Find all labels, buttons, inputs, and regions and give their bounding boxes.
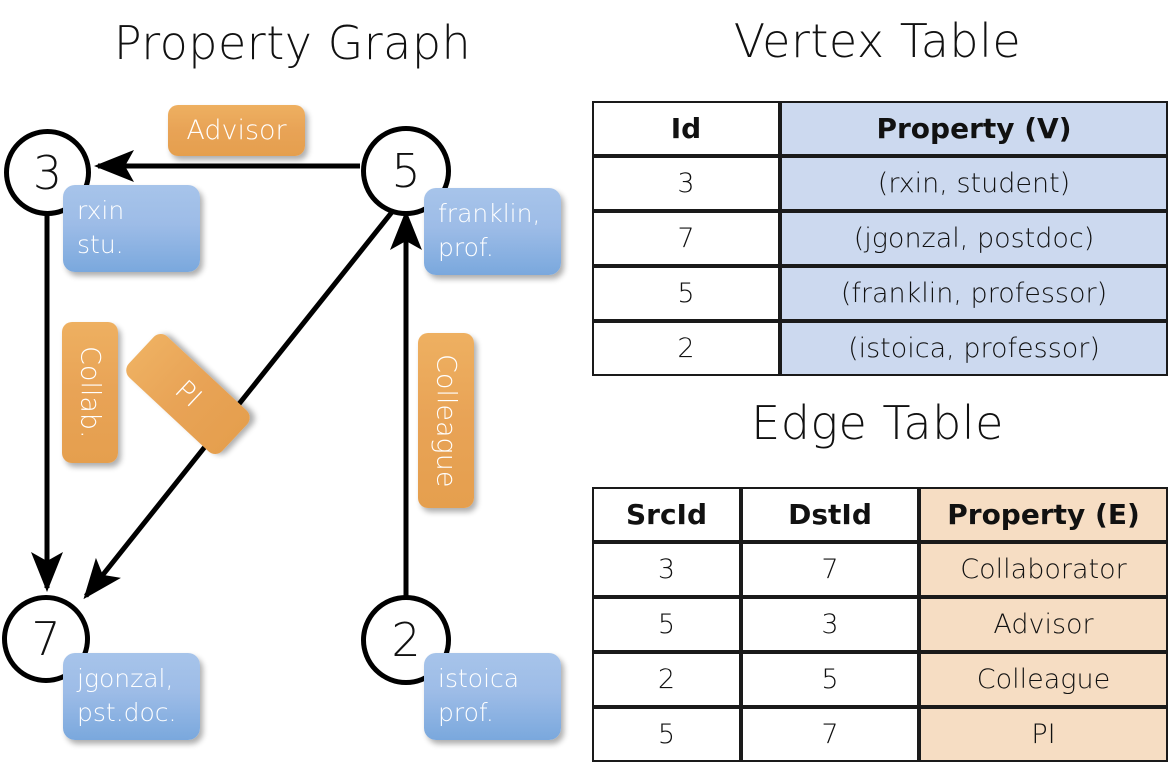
table-row: 5 7 PI — [592, 707, 1168, 762]
table-row: 5 (franklin, professor) — [592, 266, 1168, 321]
vertex-property-box-3-line1: rxin — [77, 196, 125, 225]
vertex-table-header-row: Id Property (V) — [592, 101, 1168, 156]
page-title-property-graph: Property Graph — [113, 16, 472, 70]
edge-label-collab: Collab. — [62, 322, 118, 463]
vertex-property-box-7-line2: pst.doc. — [77, 697, 177, 727]
edge-table-cell-property: Collaborator — [919, 542, 1168, 597]
edge-table-cell-dstid: 7 — [741, 542, 919, 597]
vertex-property-box-7: jgonzal, pst.doc. — [63, 653, 200, 740]
vertex-property-box-2-line2: prof. — [438, 697, 494, 727]
vertex-property-box-5-line2: prof. — [438, 232, 494, 262]
edge-label-advisor-text: Advisor — [186, 115, 287, 146]
edge-table-cell-property: Advisor — [919, 597, 1168, 652]
edge-table-header-property: Property (E) — [919, 487, 1168, 542]
edge-table-cell-property: PI — [919, 707, 1168, 762]
vertex-table-cell-property: (istoica, professor) — [780, 321, 1168, 376]
edge-table: SrcId DstId Property (E) 3 7 Collaborato… — [592, 487, 1168, 762]
page-title-vertex-table: Vertex Table — [733, 14, 1022, 68]
vertex-table-header-property: Property (V) — [780, 101, 1168, 156]
edge-table-header-row: SrcId DstId Property (E) — [592, 487, 1168, 542]
table-row: 3 (rxin, student) — [592, 156, 1168, 211]
edge-label-collab-text: Collab. — [74, 346, 106, 439]
graph-node-7-label: 7 — [31, 612, 61, 666]
edge-table-cell-srcid: 5 — [592, 707, 741, 762]
edge-table-header-dstid: DstId — [741, 487, 919, 542]
vertex-property-box-3-line2: stu. — [77, 229, 124, 259]
vertex-table-cell-property: (franklin, professor) — [780, 266, 1168, 321]
table-row: 3 7 Collaborator — [592, 542, 1168, 597]
edge-table-cell-srcid: 2 — [592, 652, 741, 707]
edge-table-cell-dstid: 7 — [741, 707, 919, 762]
edge-label-pi-text: PI — [168, 374, 208, 414]
edge-label-advisor: Advisor — [168, 105, 305, 156]
graph-node-2-label: 2 — [391, 613, 421, 667]
edge-label-colleague-text: Colleague — [430, 353, 462, 488]
table-row: 5 3 Advisor — [592, 597, 1168, 652]
graph-node-5-label: 5 — [391, 144, 421, 198]
property-graph-diagram: Advisor Collab. PI Colleague 3 5 7 2 rxi… — [0, 0, 585, 760]
vertex-property-box-3: rxin stu. — [63, 185, 200, 272]
vertex-table-cell-id: 3 — [592, 156, 780, 211]
graph-node-2[interactable]: 2 — [361, 595, 451, 685]
vertex-table-header-id: Id — [592, 101, 780, 156]
vertex-property-box-2: istoica prof. — [424, 653, 561, 740]
table-row: 2 5 Colleague — [592, 652, 1168, 707]
vertex-property-box-7-line1: jgonzal, — [77, 664, 174, 693]
page-title-edge-table: Edge Table — [751, 396, 1004, 450]
edge-table-cell-srcid: 5 — [592, 597, 741, 652]
vertex-table-cell-id: 7 — [592, 211, 780, 266]
vertex-table-cell-property: (jgonzal, postdoc) — [780, 211, 1168, 266]
vertex-table-cell-property: (rxin, student) — [780, 156, 1168, 211]
edge-label-colleague: Colleague — [418, 333, 474, 508]
edge-table-cell-srcid: 3 — [592, 542, 741, 597]
table-row: 7 (jgonzal, postdoc) — [592, 211, 1168, 266]
vertex-table: Id Property (V) 3 (rxin, student) 7 (jgo… — [592, 101, 1168, 376]
vertex-table-cell-id: 5 — [592, 266, 780, 321]
graph-node-3-label: 3 — [32, 145, 63, 200]
edge-table-cell-dstid: 5 — [741, 652, 919, 707]
vertex-property-box-5-line1: franklin, — [438, 199, 541, 228]
table-row: 2 (istoica, professor) — [592, 321, 1168, 376]
vertex-table-cell-id: 2 — [592, 321, 780, 376]
vertex-property-box-2-line1: istoica — [438, 664, 520, 693]
edge-table-header-srcid: SrcId — [592, 487, 741, 542]
vertex-property-box-5: franklin, prof. — [424, 188, 561, 275]
edge-table-cell-dstid: 3 — [741, 597, 919, 652]
edge-table-cell-property: Colleague — [919, 652, 1168, 707]
